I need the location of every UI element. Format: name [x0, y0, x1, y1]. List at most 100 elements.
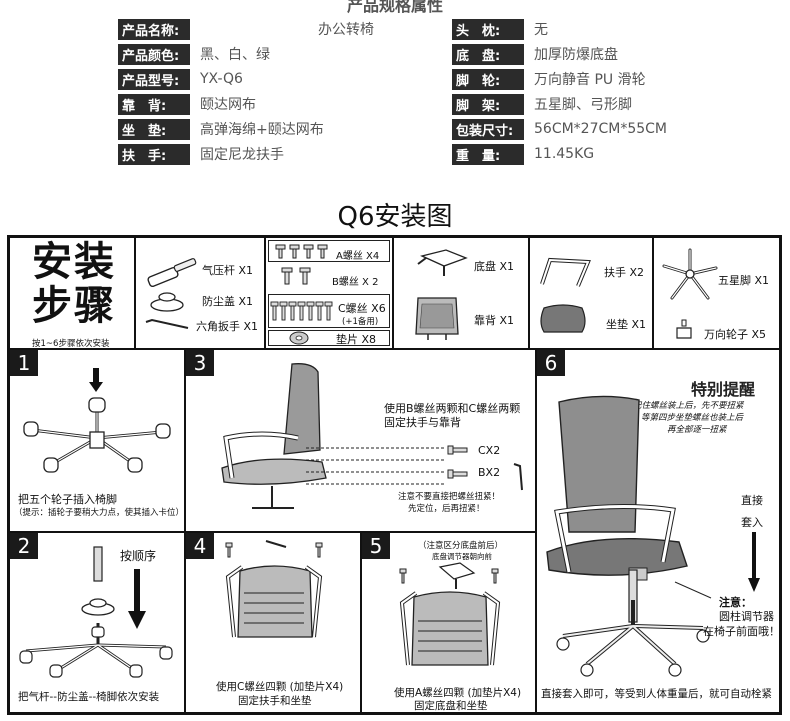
spec-value: 56CM*27CM*55CM — [534, 121, 668, 137]
spec-value: 颐达网布 — [200, 97, 256, 113]
spec-value: 五星脚、弓形脚 — [534, 97, 632, 113]
assembled-chair-illustration — [546, 395, 688, 581]
lift-base-illustration — [19, 546, 173, 678]
spec-value: 无 — [534, 22, 548, 38]
spec-value: 办公转椅 — [318, 22, 374, 38]
step-4-text-1: 使用C螺丝四颗 (加垫片X4) — [216, 681, 344, 693]
steps-title-line2: 步骤 — [32, 283, 116, 329]
step-2-cell: 2 按顺序 把气杆--防尘盖--椅脚依次安装 — [9, 532, 185, 713]
step-4-cell: 4 使用C螺丝四颗 (加垫片X4) 固定扶手和坐垫 — [185, 532, 361, 713]
spec-value: 万向静音 PU 滑轮 — [534, 72, 646, 88]
spec-row: 扶 手: 固定尼龙扶手 — [118, 143, 284, 165]
star-base-illustration — [556, 569, 710, 677]
page-title: Q6安装图 — [337, 202, 453, 232]
chassis-label: 底盘 X1 — [474, 260, 515, 273]
step-3-text-2: 固定扶手与靠背 — [384, 416, 461, 429]
spec-key: 重 量: — [452, 143, 524, 165]
down-arrow-icon — [748, 532, 760, 592]
steps-title-line1: 安装 — [32, 239, 116, 285]
step-2-label: 按顺序 — [120, 549, 157, 563]
backrest-label: 靠背 X1 — [474, 314, 515, 327]
screw-c-icon — [270, 301, 333, 321]
spec-row: 包装尺寸: 56CM*27CM*55CM — [452, 118, 667, 140]
down-arrow-icon — [128, 569, 146, 629]
casters-label: 万向轮子 X5 — [704, 328, 767, 341]
spec-row: 产品名称: 办公转椅 — [118, 18, 374, 40]
spec-row: 底 盘: 加厚防爆底盘 — [452, 43, 618, 65]
washer-box — [268, 330, 390, 346]
step-4-number: 4 — [186, 533, 214, 559]
spec-value: 高弹海绵+颐达网布 — [200, 122, 324, 138]
step-6-title: 特别提醒 — [691, 380, 756, 399]
spec-key: 产品名称: — [118, 18, 190, 40]
step-6-cell: 6 特别提醒 记住螺丝装上后，先不要扭紧 等第四步坐垫螺丝也装上后 再全部逐一扭… — [536, 349, 780, 713]
step-6-direct-2: 套入 — [741, 516, 763, 529]
hex-key-icon — [145, 318, 189, 329]
parts-cell-lift: 气压杆 X1 防尘盖 X1 六角扳手 X1 — [135, 237, 265, 349]
spec-row: 产品型号: YX-Q6 — [118, 68, 243, 90]
spec-row: 脚 架: 五星脚、弓形脚 — [452, 93, 632, 115]
step-1-note: （提示：插轮子要稍大力点，使其插入卡位） — [14, 508, 185, 518]
seat-label: 坐垫 X1 — [606, 318, 647, 331]
screw-icon — [447, 445, 468, 479]
spec-row: 坐 垫: 高弹海绵+颐达网布 — [118, 118, 324, 140]
spec-row: 靠 背: 颐达网布 — [118, 93, 256, 115]
step-3-cell: 3 使用B螺丝两颗和C螺丝两颗 固定扶手与靠背 CX2 BX2 注意不要直接把螺… — [185, 349, 536, 532]
armrest-label: 扶手 X2 — [604, 266, 645, 279]
step-1-cell: 1 把五个轮子插入椅脚 （提示：插轮子要稍大力点，使其插入卡位） — [9, 349, 185, 532]
step-6-note-title: 注意： — [719, 596, 752, 609]
parts-cell-chassis: 底盘 X1 靠背 X1 — [393, 237, 529, 349]
step-6-note-1: 圆柱调节器 — [719, 610, 774, 623]
step-6-note-2: 在椅子前面哦！ — [703, 625, 780, 638]
spec-row: 产品颜色: 黑、白、绿 — [118, 43, 270, 65]
down-arrow-icon — [89, 368, 103, 392]
step-5-number: 5 — [362, 533, 390, 559]
steps-title-cell: 安装 步骤 按1~6步骤依次安装 — [9, 237, 135, 349]
backrest-icon — [415, 297, 459, 340]
step-6-reminder-1: 记住螺丝装上后，先不要扭紧 — [633, 401, 744, 411]
spec-heading: 产品规格属性 — [346, 0, 443, 15]
step-3-text-1: 使用B螺丝两颗和C螺丝两颗 — [384, 402, 521, 415]
step-3-bx: BX2 — [478, 466, 501, 479]
step-3-cx: CX2 — [478, 444, 501, 457]
caster-icon — [676, 319, 692, 339]
spec-key: 靠 背: — [118, 93, 190, 115]
screw-c-note: (+1备用) — [342, 317, 379, 327]
chassis-icon — [417, 249, 468, 276]
spec-row: 头 枕: 无 — [452, 18, 548, 40]
step-5-cell: 5 （注意区分底盘前后） 底盘调节器朝向前 使用A螺丝四颗 (加垫片X4) 固定… — [361, 532, 536, 713]
step-1-text: 把五个轮子插入椅脚 — [18, 493, 117, 506]
step-3-warning-2: 先定位，后再扭紧！ — [408, 504, 485, 514]
step-2-number: 2 — [10, 533, 38, 559]
spec-row: 脚 轮: 万向静音 PU 滑轮 — [452, 68, 646, 90]
step-3-number: 3 — [186, 350, 214, 376]
steps-note: 按1~6步骤依次安装 — [32, 339, 110, 349]
dust-cover-icon — [150, 292, 184, 312]
screw-a-icon — [275, 244, 328, 259]
hex-key-label: 六角扳手 X1 — [196, 320, 259, 333]
step-3-warning-1: 注意不要直接把螺丝扭紧！ — [398, 492, 501, 502]
spec-key: 产品型号: — [118, 68, 190, 90]
step-6-reminder-2: 等第四步坐垫螺丝也装上后 — [641, 413, 744, 423]
gas-lift-icon — [147, 258, 197, 288]
screw-c-box — [268, 294, 390, 328]
seat-chassis-illustration — [399, 562, 501, 666]
hex-key-icon — [513, 463, 523, 491]
parts-cell-base: 五星脚 X1 万向轮子 X5 — [653, 237, 780, 349]
dust-cover-label: 防尘盖 X1 — [202, 295, 254, 308]
spec-key: 坐 垫: — [118, 118, 190, 140]
step-2-text: 把气杆--防尘盖--椅脚依次安装 — [18, 691, 160, 703]
screw-b-label: B螺丝 X 2 — [332, 277, 379, 288]
screw-c-label: C螺丝 X6 — [338, 302, 386, 315]
spec-key: 头 枕: — [452, 18, 524, 40]
spec-key: 底 盘: — [452, 43, 524, 65]
spec-key: 脚 架: — [452, 93, 524, 115]
parts-cell-screws: A螺丝 X4 B螺丝 X 2 C螺丝 X6 (+1备用) 垫片 X8 — [265, 237, 393, 349]
screw-a-box — [268, 240, 390, 262]
step-4-text-2: 固定扶手和坐垫 — [238, 695, 312, 707]
armrest-icon — [540, 257, 591, 287]
gas-lift-label: 气压杆 X1 — [202, 264, 254, 277]
spec-key: 扶 手: — [118, 143, 190, 165]
chair-side-illustration — [221, 363, 327, 509]
step-5-head-2: 底盘调节器朝向前 — [432, 552, 492, 561]
